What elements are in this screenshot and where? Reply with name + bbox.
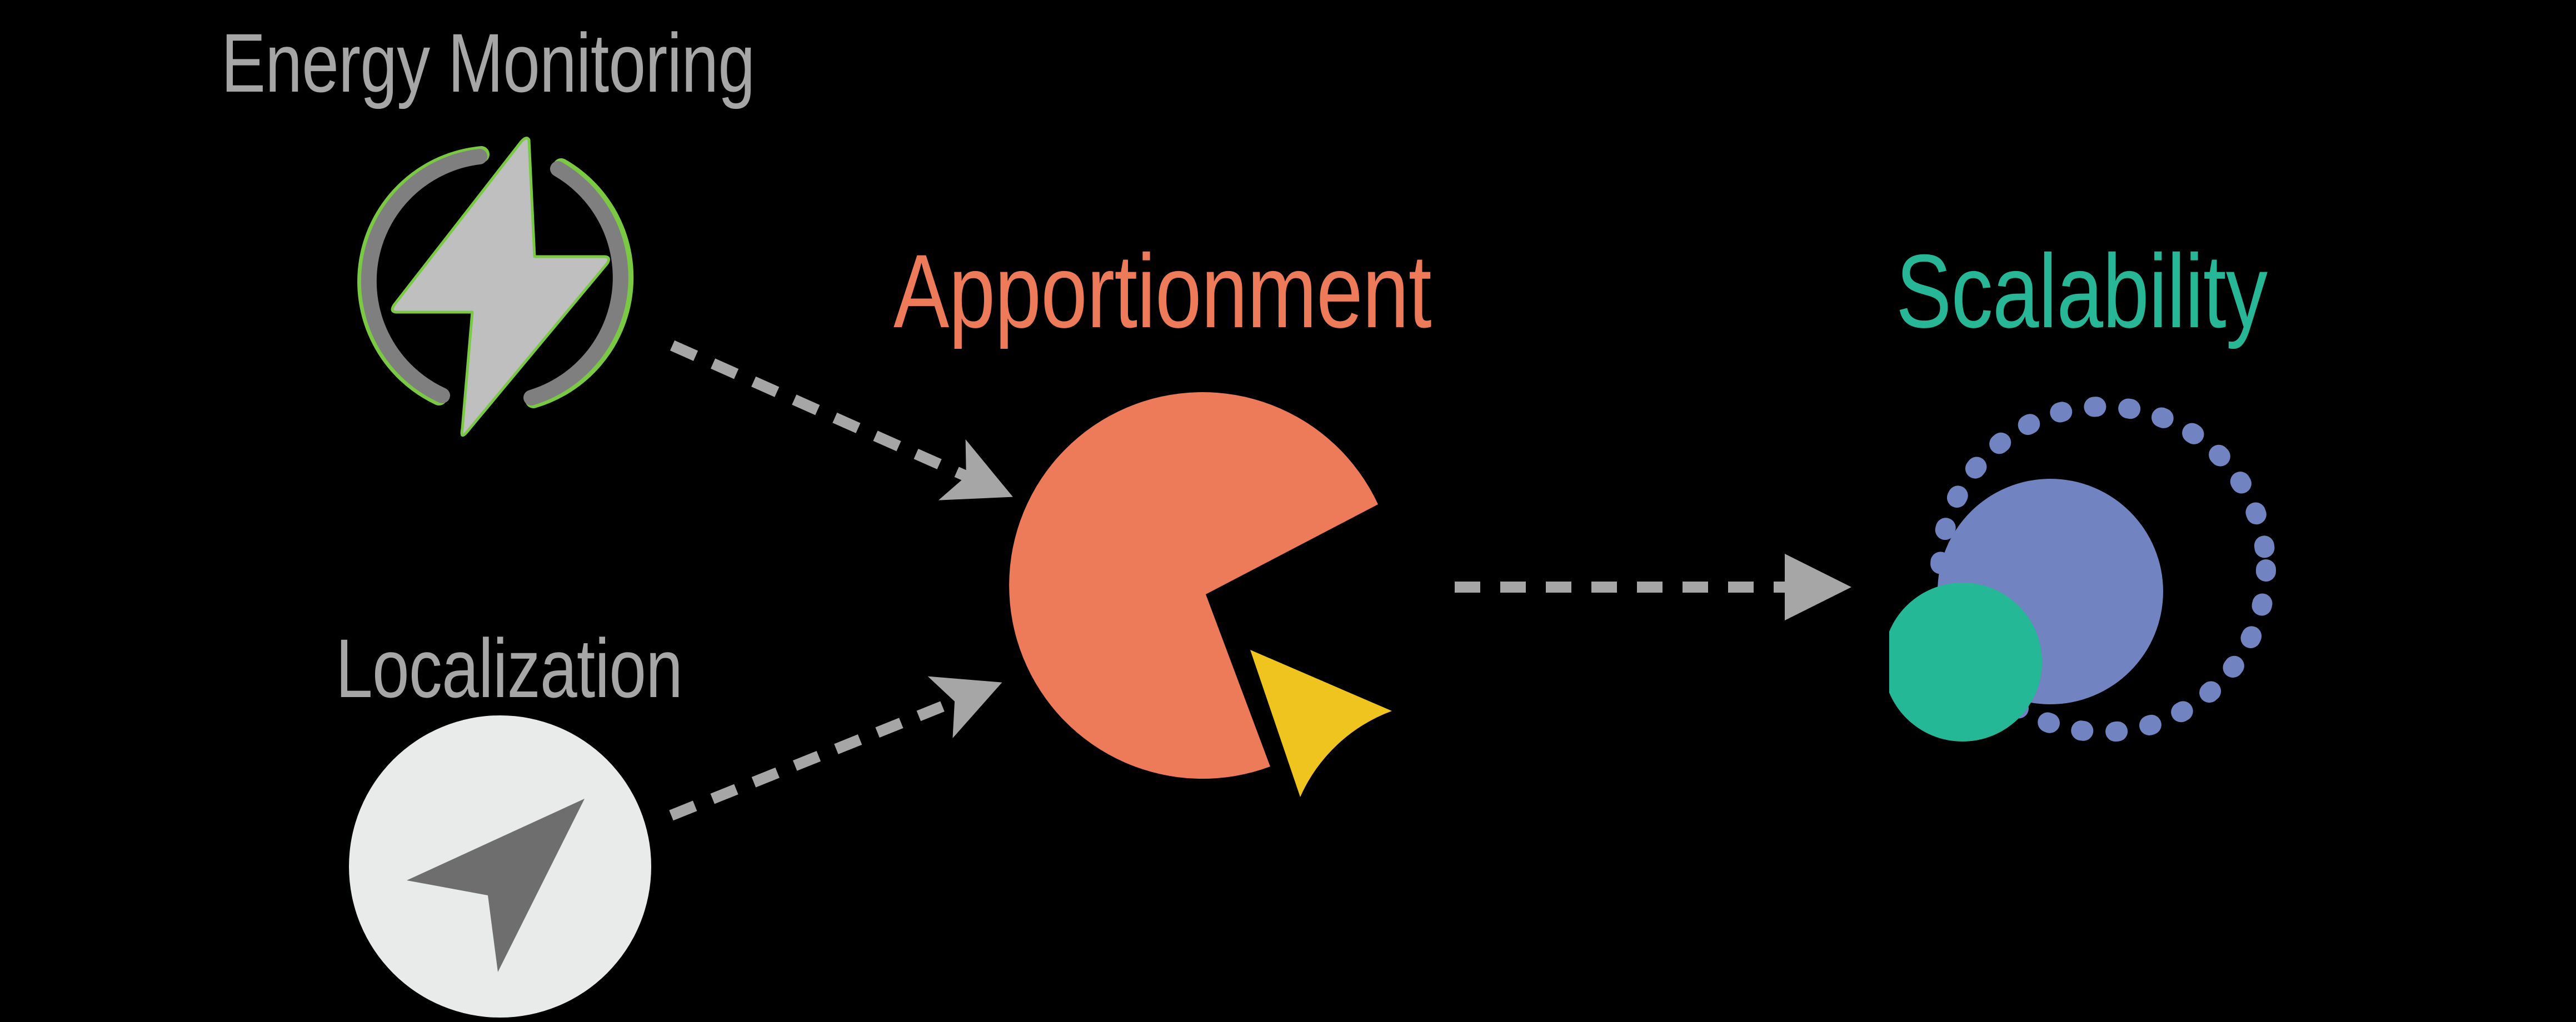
arrow-energy-to-apportionment [670, 340, 1013, 500]
apportionment-label: Apportionment [893, 233, 1432, 349]
exploded-pie-chart-icon [1009, 392, 1392, 797]
lightning-bolt-in-arc-icon [357, 137, 634, 437]
scaling-circles-icon [1889, 397, 2276, 742]
localization-label: Localization [336, 622, 683, 715]
scalability-label: Scalability [1896, 233, 2268, 349]
navigation-arrow-icon [349, 715, 651, 1018]
arrow-apportionment-to-scalability [1455, 554, 1851, 620]
energy-monitoring-label: Energy Monitoring [221, 16, 755, 109]
arrow-localization-to-apportionment [669, 676, 1002, 821]
